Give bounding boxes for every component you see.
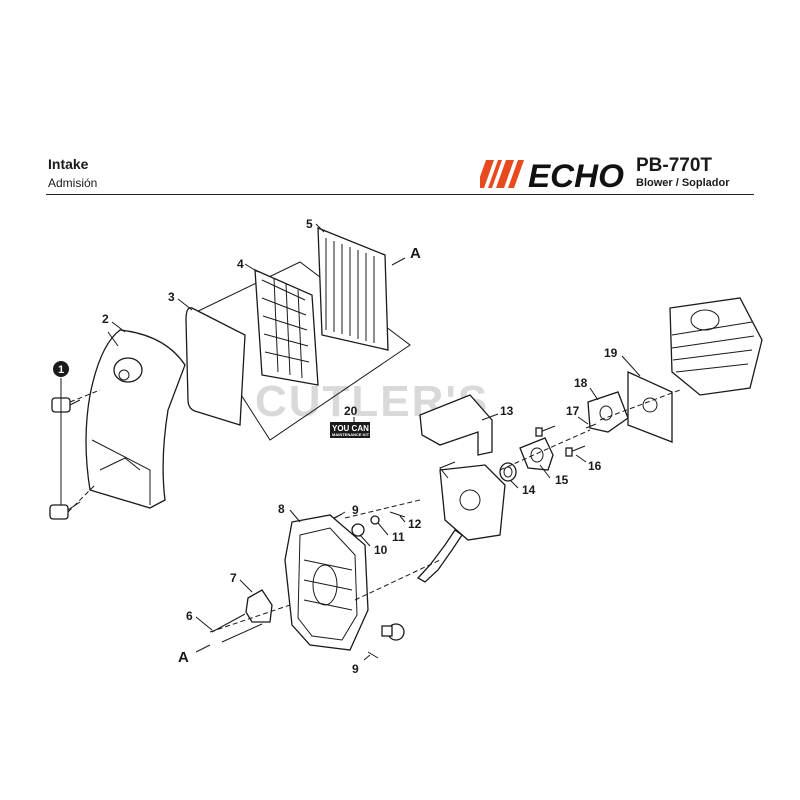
page-title: Intake	[48, 156, 89, 172]
part-label-7: 7	[230, 571, 237, 585]
part-8-base	[284, 514, 369, 651]
assembly-line	[69, 389, 101, 403]
primer-bulb	[381, 623, 405, 641]
assembly-line	[209, 604, 291, 633]
part-label-12: 12	[408, 517, 422, 531]
model-description: Blower / Soplador	[636, 177, 730, 189]
part-3-prefilter	[185, 307, 246, 426]
part-1-knob-upper	[51, 397, 81, 413]
page-subtitle: Admisión	[48, 176, 98, 190]
part-19-gasket	[627, 370, 673, 443]
assembly-line	[499, 429, 591, 471]
assembly-line	[67, 484, 96, 513]
part-5-filter	[317, 227, 389, 351]
part-17-bolt	[585, 423, 597, 429]
part-2-cover	[85, 329, 186, 509]
part-label-8: 8	[278, 502, 285, 516]
bolt-13	[535, 425, 556, 437]
part-label-15: 15	[555, 473, 569, 487]
ref-a-arrow-top	[391, 257, 406, 266]
part-label-19: 19	[604, 346, 618, 360]
ref-a-top: A	[410, 245, 421, 262]
part-label-16: 16	[588, 459, 602, 473]
kit-badge	[330, 422, 370, 438]
part-14-spacer	[499, 462, 517, 482]
part-16-bolt	[565, 445, 586, 457]
part-18-manifold	[587, 391, 629, 433]
part-label-6: 6	[186, 609, 193, 623]
echo-logo: ECHO	[480, 158, 624, 193]
logo-stripes	[480, 160, 524, 188]
ref-a-bottom: A	[178, 649, 189, 666]
callout-badge	[53, 361, 69, 377]
part-label-14: 14	[522, 483, 536, 497]
ref-a-arrow-bottom	[195, 644, 211, 653]
assembly-line	[344, 499, 421, 519]
part-label-17: 17	[566, 404, 580, 418]
part-13-shield	[419, 394, 493, 456]
part-15-insulator	[519, 437, 554, 471]
part-9-screw-lower	[367, 651, 379, 659]
kit-badge-line1: YOU CAN	[332, 424, 369, 433]
cylinder	[669, 297, 763, 396]
kit-badge-line2: MAINTENANCE KIT	[332, 432, 370, 437]
part-label-10: 10	[374, 543, 388, 557]
model-number: PB-770T	[636, 155, 713, 176]
header-divider	[46, 194, 754, 195]
part-label-9-lower: 9	[352, 662, 359, 676]
part-label-11: 11	[392, 530, 405, 544]
part-label-2: 2	[102, 312, 109, 326]
part-label-18: 18	[574, 376, 588, 390]
carburetor	[416, 461, 506, 583]
part-label-5: 5	[306, 217, 313, 231]
assembly-line	[599, 389, 681, 421]
part-label-4: 4	[237, 257, 244, 271]
part-label-9-upper: 9	[352, 503, 359, 517]
part-4-filter-grid	[254, 268, 319, 386]
logo-wordmark: ECHO	[528, 158, 624, 193]
callout-number: 1	[58, 364, 64, 376]
part-12-bolt	[389, 511, 406, 518]
leader-lines	[111, 223, 641, 661]
part-10-bushing	[351, 523, 365, 537]
part-7-bracket	[245, 589, 273, 623]
part-11-washer	[370, 515, 380, 525]
part-label-13: 13	[500, 404, 514, 418]
part-label-3: 3	[168, 290, 175, 304]
part-label-20: 20	[344, 404, 358, 418]
